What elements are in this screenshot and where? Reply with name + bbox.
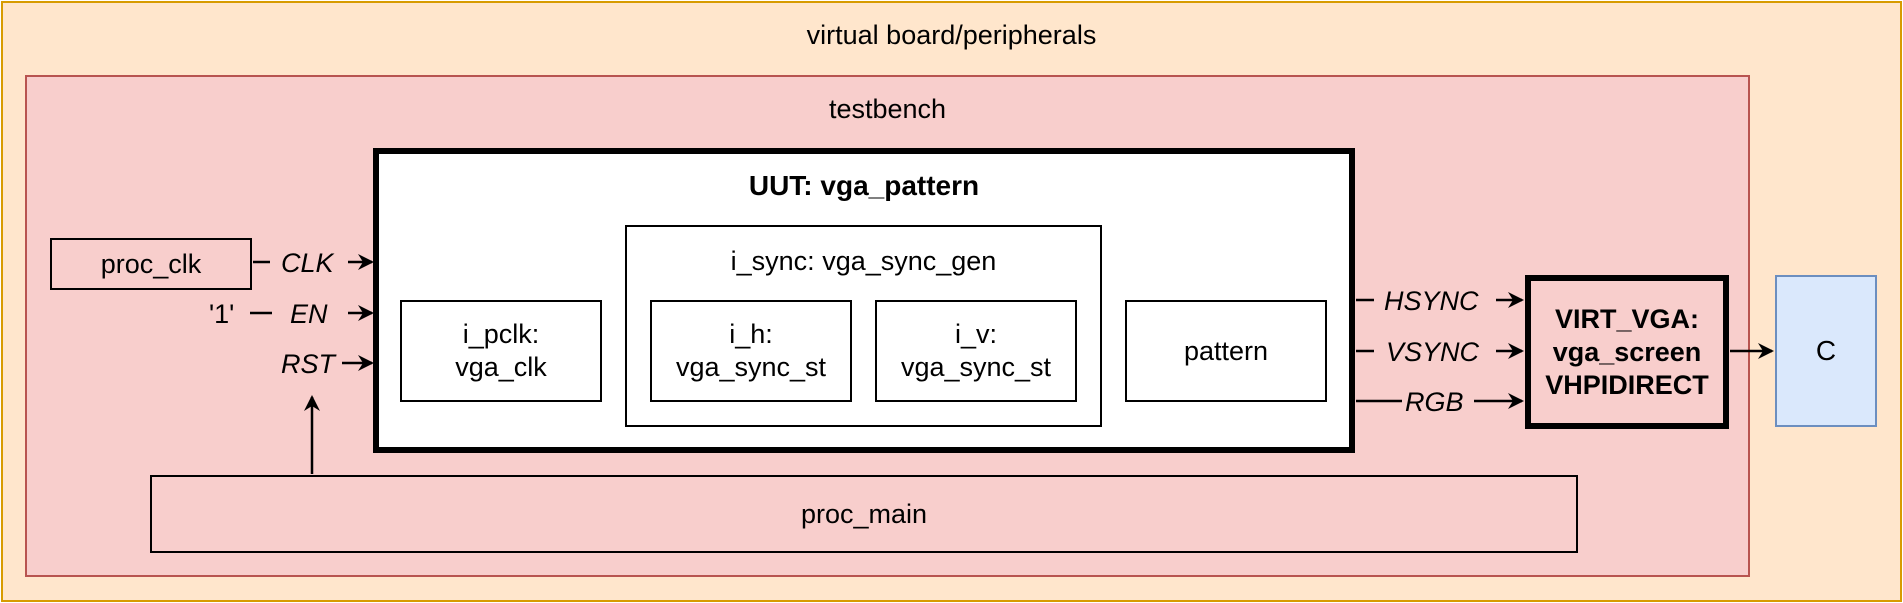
c-label: C xyxy=(1815,335,1837,366)
const-one-label: '1' xyxy=(209,299,235,329)
sync-h-block: i_h: vga_sync_st xyxy=(650,300,852,402)
sync-h-entity: vga_sync_st xyxy=(675,352,827,382)
proc-clk-block: proc_clk xyxy=(50,238,252,290)
proc-clk-label: proc_clk xyxy=(100,248,202,279)
pclk-name: i_pclk: xyxy=(462,319,540,349)
vsync-label: VSYNC xyxy=(1386,337,1480,367)
testbench-label: testbench xyxy=(828,94,947,124)
proc-main-block: proc_main xyxy=(150,475,1578,553)
pattern-label: pattern xyxy=(1183,335,1269,366)
virt-vga-kind: VHPIDIRECT xyxy=(1545,369,1709,400)
rgb-label: RGB xyxy=(1405,387,1464,417)
virt-vga-name: VIRT_VGA: xyxy=(1554,303,1700,334)
sync-v-block: i_v: vga_sync_st xyxy=(875,300,1077,402)
uut-title: UUT: vga_pattern xyxy=(748,170,980,201)
sync-title: i_sync: vga_sync_gen xyxy=(730,246,997,276)
hsync-label: HSYNC xyxy=(1384,286,1479,316)
sync-v-name: i_v: xyxy=(954,319,998,349)
sync-h-name: i_h: xyxy=(729,319,773,349)
clk-label: CLK xyxy=(281,248,334,278)
sync-v-entity: vga_sync_st xyxy=(900,352,1052,382)
en-label: EN xyxy=(290,299,328,329)
virt-vga-block: VIRT_VGA: vga_screen VHPIDIRECT xyxy=(1525,275,1729,429)
pclk-block: i_pclk: vga_clk xyxy=(400,300,602,402)
c-block: C xyxy=(1775,275,1877,427)
pclk-entity: vga_clk xyxy=(455,352,547,382)
board-label: virtual board/peripherals xyxy=(806,20,1097,50)
pattern-block: pattern xyxy=(1125,300,1327,402)
virt-vga-entity: vga_screen xyxy=(1552,336,1702,367)
rst-label: RST xyxy=(281,349,335,379)
proc-main-label: proc_main xyxy=(800,498,928,529)
